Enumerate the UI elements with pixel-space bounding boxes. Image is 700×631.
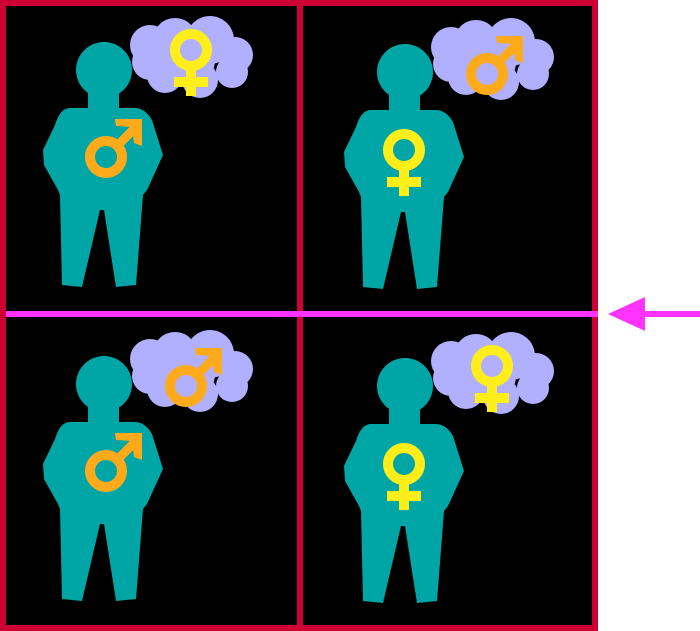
- male-symbol-icon: [85, 433, 142, 492]
- panel-4: [344, 332, 554, 603]
- male-symbol-icon: [85, 119, 142, 178]
- female-symbol-icon: [170, 29, 212, 96]
- person-silhouette: [43, 356, 163, 601]
- arrow-left-icon: [608, 297, 700, 331]
- person-silhouette: [344, 358, 464, 603]
- female-symbol-icon: [383, 443, 425, 510]
- panel-3: [43, 330, 253, 601]
- female-symbol-icon: [471, 345, 513, 412]
- female-symbol-icon: [383, 129, 425, 196]
- panel-2: [344, 18, 554, 289]
- horizontal-divider: [6, 311, 598, 317]
- male-symbol-icon: [165, 348, 222, 407]
- person-silhouette: [43, 42, 163, 287]
- panel-1: [43, 16, 253, 287]
- male-symbol-icon: [466, 36, 523, 95]
- person-silhouette: [344, 44, 464, 289]
